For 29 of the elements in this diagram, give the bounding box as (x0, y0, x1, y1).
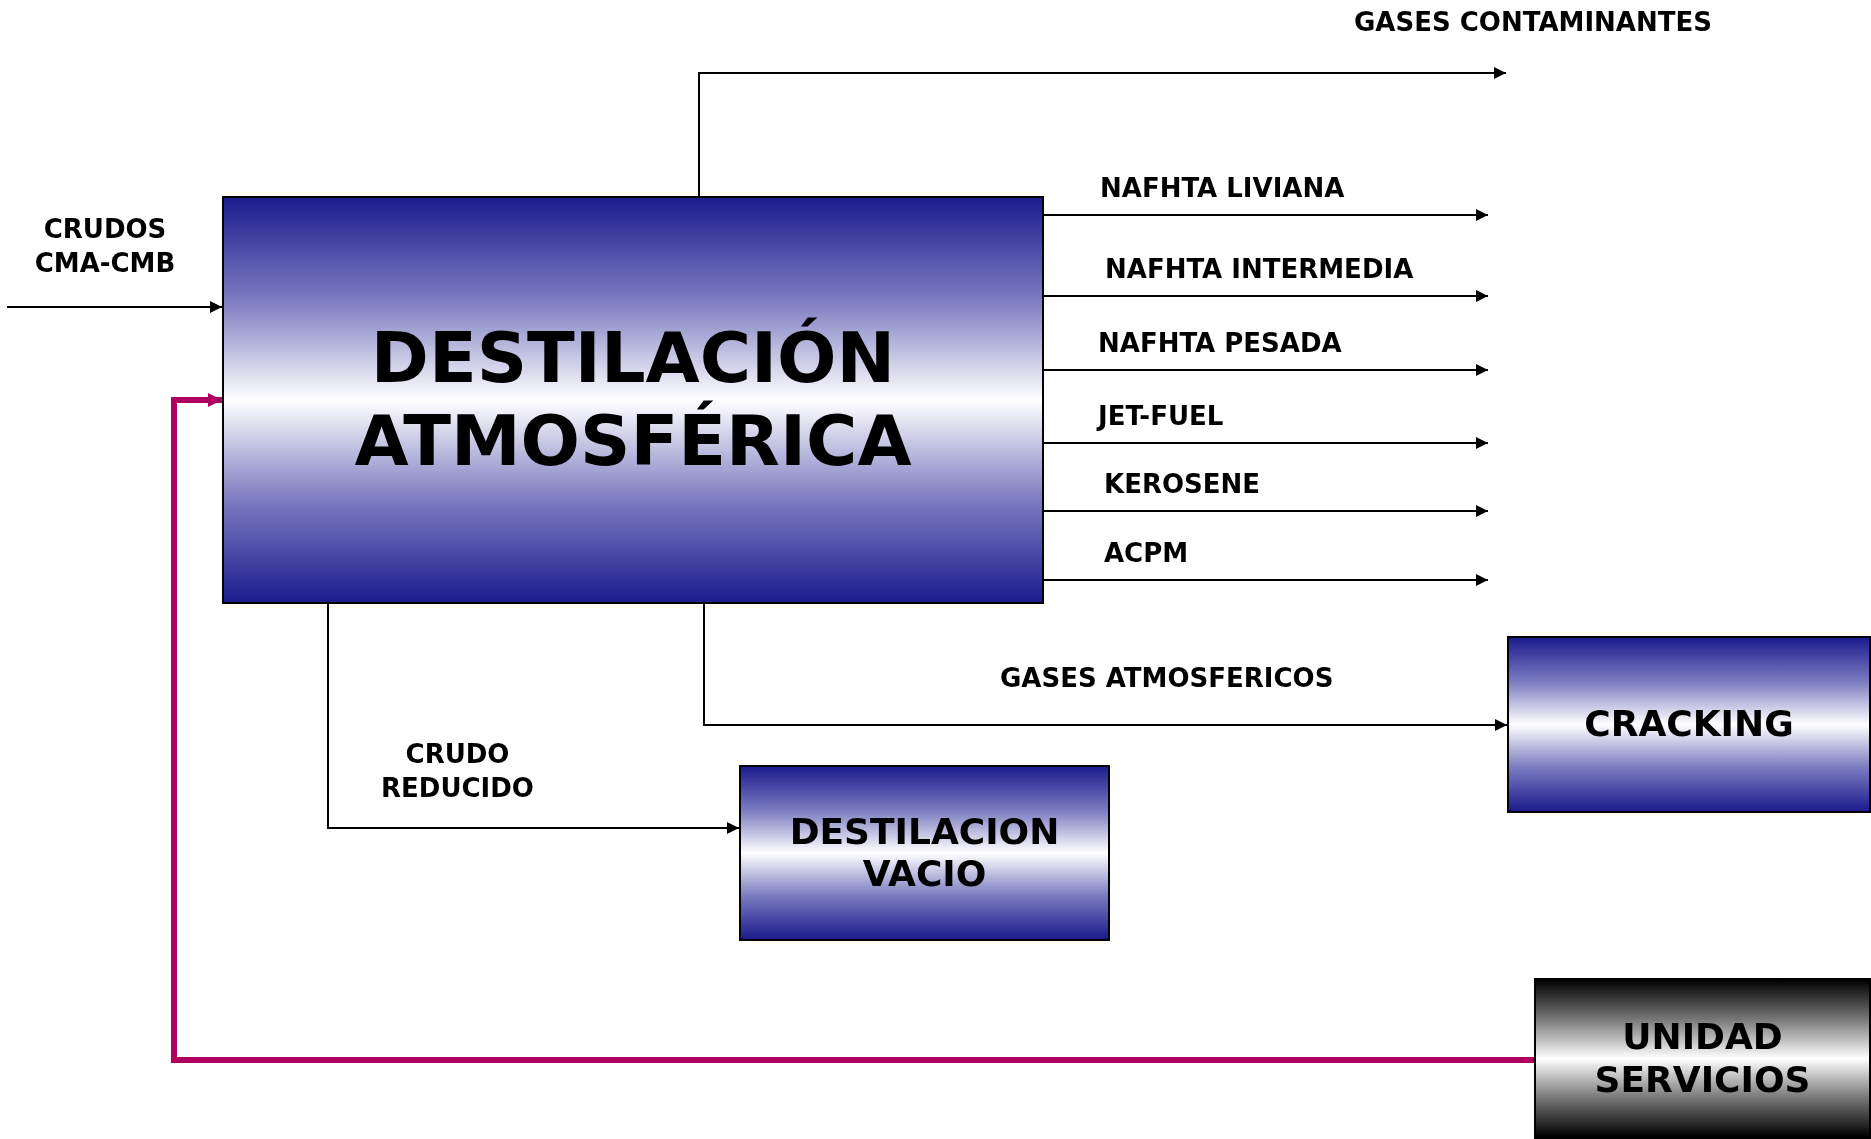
edge-label: CRUDOS CMA-CMB (33, 213, 177, 280)
process-box (222, 196, 1044, 604)
edge-label: NAFHTA PESADA (1098, 327, 1342, 360)
edge-label: CRUDO REDUCIDO (380, 738, 535, 805)
box-title: UNIDAD SERVICIOS (1593, 1016, 1812, 1101)
flow-arrow (171, 393, 1534, 1063)
process-box (1534, 978, 1871, 1139)
flow-arrow (6, 301, 223, 313)
flow-arrow (1043, 209, 1489, 221)
box-title: DESTILACION VACIO (788, 810, 1061, 896)
edge-label: GASES CONTAMINANTES (1354, 6, 1712, 39)
box-title: DESTILACIÓN ATMOSFÉRICA (353, 317, 913, 483)
edge-label: GASES ATMOSFERICOS (1000, 662, 1334, 695)
edge-label: ACPM (1104, 537, 1189, 570)
flow-arrow (1043, 290, 1489, 302)
flow-arrow (698, 67, 1507, 197)
edge-label: JET-FUEL (1098, 400, 1224, 433)
flow-arrow (703, 603, 1508, 731)
edge-label: NAFHTA LIVIANA (1100, 172, 1345, 205)
flow-arrow (1043, 364, 1489, 376)
process-box (739, 765, 1110, 941)
edge-label: KEROSENE (1104, 468, 1261, 501)
flow-arrow (1043, 505, 1489, 517)
edge-label: NAFHTA INTERMEDIA (1105, 253, 1414, 286)
box-title: CRACKING (1584, 703, 1794, 746)
flow-arrow (327, 603, 740, 834)
flow-arrow (1043, 437, 1489, 449)
flow-arrow (1043, 574, 1489, 586)
process-box (1507, 636, 1871, 813)
